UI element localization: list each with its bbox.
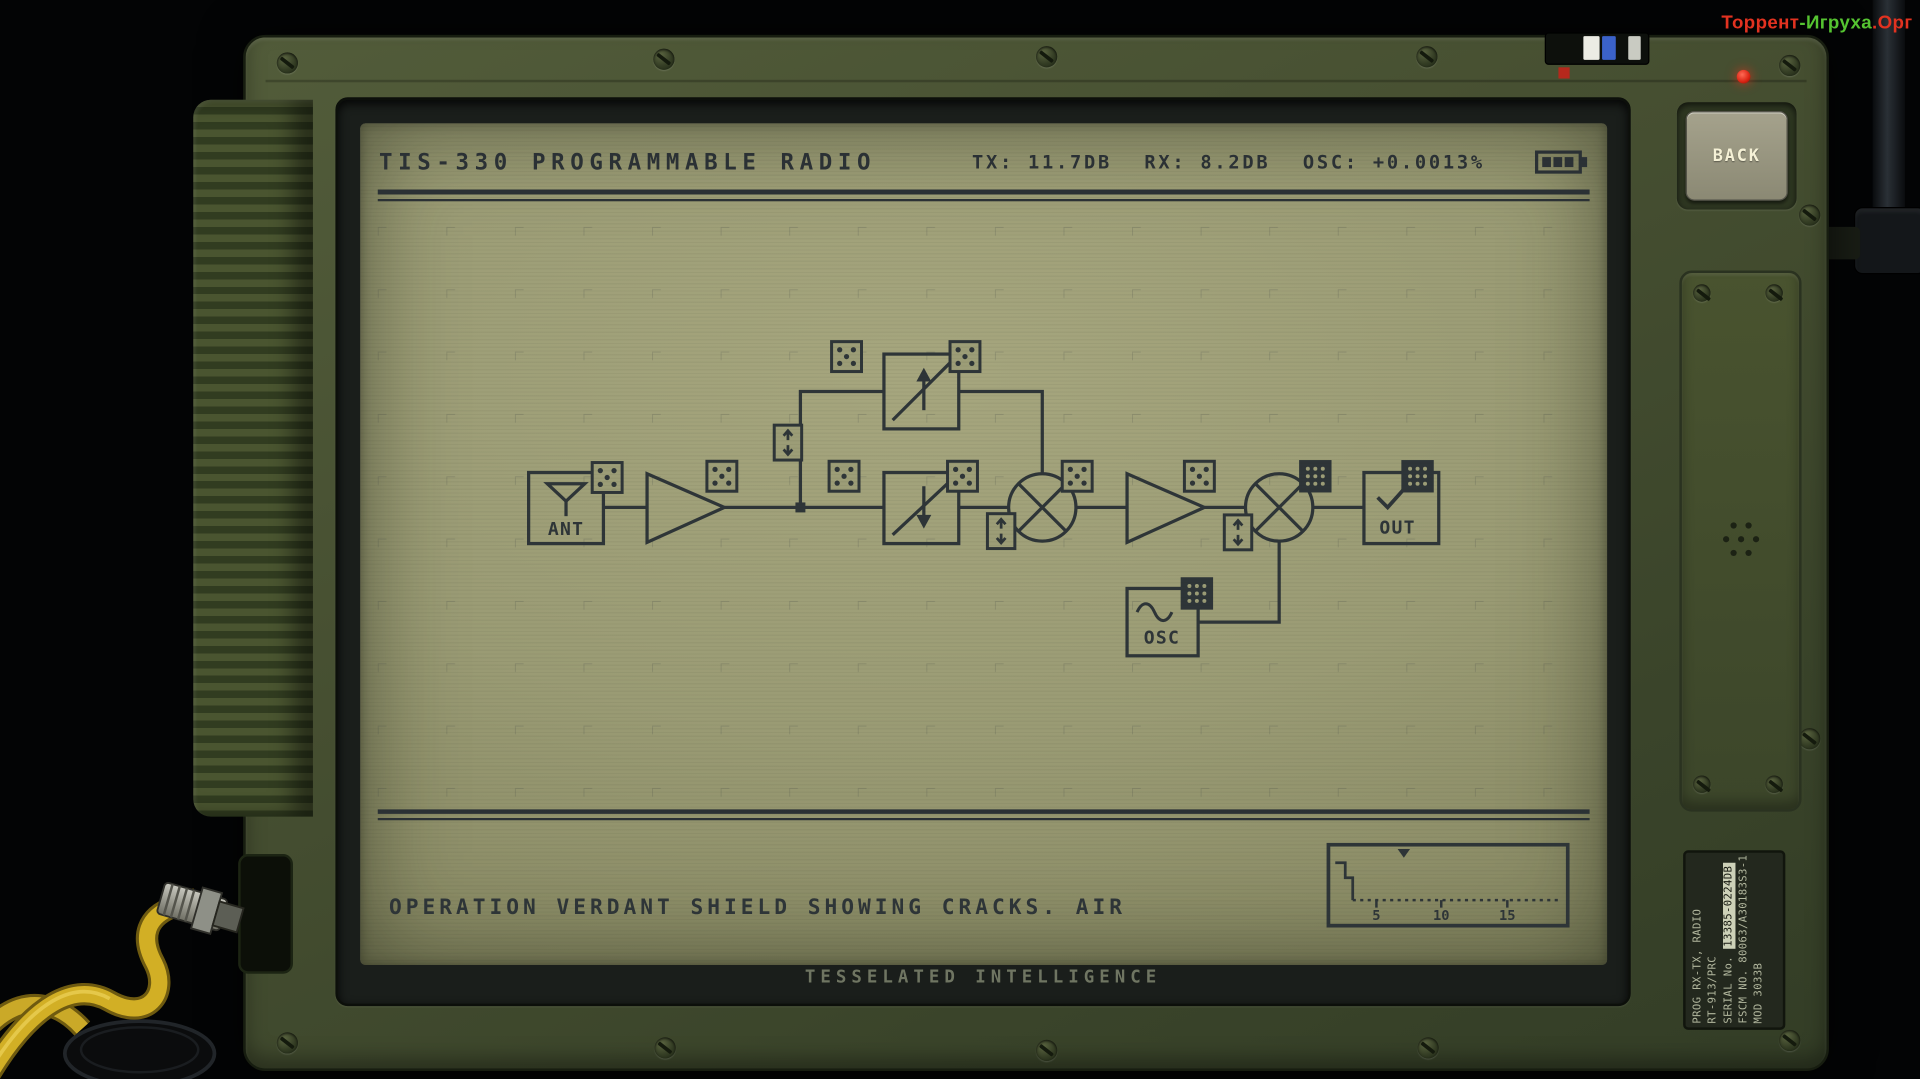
position-marker <box>1397 849 1411 858</box>
out-label: OUT <box>1379 518 1415 539</box>
dice-tap[interactable] <box>827 459 861 493</box>
stats-row: TX: 11.7DB RX: 8.2DB OSC: +0.0013% <box>972 148 1590 175</box>
dice-tap[interactable] <box>1182 459 1216 493</box>
side-panel <box>1679 270 1802 812</box>
histogram-steps <box>1335 861 1355 901</box>
dice-tap[interactable] <box>590 461 624 494</box>
screw <box>1799 204 1821 226</box>
signal-diagram: ANT <box>375 189 1593 821</box>
battery-icon <box>1534 150 1588 174</box>
wire-junction <box>795 502 806 513</box>
plate-line: FSCM NO. 80063/A30183S3-1 <box>1737 854 1751 1024</box>
shift-up-node[interactable] <box>882 352 961 431</box>
tick-label: 5 <box>1372 908 1380 924</box>
power-led <box>1736 69 1751 84</box>
brand-footer: TESSELATED INTELLIGENCE <box>804 967 1162 988</box>
antenna-rod <box>1872 0 1906 220</box>
switch-knob-blue[interactable] <box>1602 36 1616 60</box>
dice-tap-filled[interactable] <box>1299 460 1332 493</box>
screw <box>1036 46 1058 68</box>
screw <box>1799 728 1821 750</box>
dice-tap[interactable] <box>946 459 979 493</box>
watermark: Торрент-Игруха.Орг <box>1721 12 1912 33</box>
screw <box>1765 775 1783 793</box>
osc-stat: OSC: +0.0013% <box>1302 150 1485 174</box>
screw <box>276 52 298 74</box>
screw <box>1779 54 1801 77</box>
screw <box>1693 775 1711 793</box>
watermark-part-2: -Игруха <box>1799 12 1873 34</box>
plate-text: PROG RX-TX, RADIO RT-913/PRC SERIAL No. … <box>1691 854 1778 1024</box>
speaker-grille <box>1730 522 1737 529</box>
shift-down-node[interactable] <box>882 470 961 546</box>
tick-label: 10 <box>1433 908 1449 924</box>
screw <box>1779 1029 1801 1052</box>
lcd-header: TIS-330 PROGRAMMABLE RADIO TX: 11.7DB RX… <box>379 148 1590 175</box>
screw <box>276 1032 298 1054</box>
screen-bezel: ANT <box>335 97 1631 1007</box>
tx-stat: TX: 11.7DB <box>971 150 1113 174</box>
dice-tap-filled[interactable] <box>1180 577 1214 610</box>
screw <box>1693 284 1711 302</box>
back-button[interactable]: BACK <box>1685 110 1788 201</box>
screw <box>1765 284 1783 302</box>
screw <box>654 1037 676 1059</box>
amplifier-2-node[interactable] <box>1125 471 1209 545</box>
tick-label: 15 <box>1499 908 1515 924</box>
heatsink-fins <box>193 99 313 817</box>
status-message: OPERATION VERDANT SHIELD SHOWING CRACKS.… <box>389 844 1210 965</box>
top-switch[interactable] <box>1544 32 1650 65</box>
updown-connector[interactable] <box>772 423 804 462</box>
dice-tap[interactable] <box>948 340 982 374</box>
screw <box>1416 46 1438 68</box>
cable-connector <box>156 881 245 935</box>
mixer-2-node[interactable] <box>1243 472 1315 543</box>
amplifier-1-node[interactable] <box>645 471 729 545</box>
dice-tap-filled[interactable] <box>1401 460 1434 493</box>
dice-tap[interactable] <box>830 340 864 374</box>
ant-label: ANT <box>548 519 584 540</box>
screw <box>653 48 675 70</box>
updown-connector[interactable] <box>1222 513 1254 552</box>
switch-knob-white[interactable] <box>1583 36 1600 60</box>
antenna-base <box>1853 206 1920 275</box>
header-rule <box>377 189 1590 202</box>
plate-line: SERIAL No. 13385-0224DB <box>1721 857 1736 1024</box>
mixer-1-node[interactable] <box>1006 472 1078 543</box>
dice-tap[interactable] <box>705 459 739 493</box>
grid-marks <box>375 216 1593 807</box>
lcd-screen: ANT <box>360 123 1608 965</box>
screw <box>1417 1037 1439 1059</box>
updown-connector[interactable] <box>985 512 1017 551</box>
dice-tap[interactable] <box>1060 459 1094 493</box>
plate-line: MOD 3033B <box>1753 962 1766 1024</box>
radio-device: ANT <box>193 32 1829 1071</box>
screw <box>1036 1039 1058 1061</box>
screen-title: TIS-330 PROGRAMMABLE RADIO <box>379 148 877 176</box>
switch-end-cap <box>1628 36 1641 60</box>
watermark-part-3: .Орг <box>1872 12 1913 34</box>
red-indicator-chip <box>1558 67 1570 79</box>
osc-label: OSC <box>1144 627 1180 648</box>
signal-histogram: 5 10 15 <box>1326 842 1570 928</box>
back-button-frame: BACK <box>1676 102 1797 210</box>
serial-number: 13385-0224DB <box>1722 863 1736 950</box>
footer-rule <box>377 809 1590 821</box>
cable-assembly <box>0 881 245 1079</box>
plate-line: PROG RX-TX, RADIO <box>1691 908 1705 1024</box>
message-line: OPERATION VERDANT SHIELD SHOWING CRACKS.… <box>388 895 1126 921</box>
watermark-part-1: Торрент <box>1721 12 1800 34</box>
ant-node[interactable]: ANT <box>527 470 606 546</box>
knob <box>62 1019 217 1079</box>
plate-line: RT-913/PRC <box>1707 956 1720 1024</box>
rx-stat: RX: 8.2DB <box>1144 150 1271 174</box>
serial-label-plate: PROG RX-TX, RADIO RT-913/PRC SERIAL No. … <box>1683 850 1786 1030</box>
osc-node[interactable]: OSC <box>1125 586 1200 658</box>
